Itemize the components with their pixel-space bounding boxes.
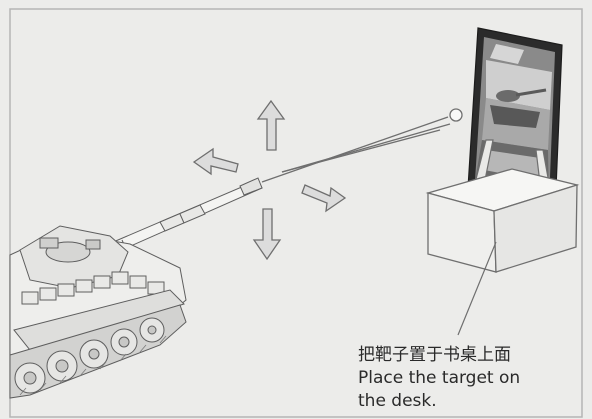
shot-trajectory	[261, 116, 451, 183]
caption-leader-line	[457, 241, 497, 336]
arrow-up-icon	[256, 99, 286, 151]
caption-english-line-1: Place the target on	[358, 368, 521, 388]
arrow-down-icon	[252, 208, 282, 261]
tank-illustration	[9, 177, 263, 399]
caption-english-line-2: the desk.	[358, 391, 437, 411]
arrow-right-icon	[301, 184, 347, 213]
projectile	[449, 108, 463, 122]
caption-chinese: 把靶子置于书桌上面	[358, 345, 511, 365]
arrow-left-icon	[192, 147, 239, 176]
desk-box	[425, 168, 580, 273]
placement-caption: 把靶子置于书桌上面 Place the target on the desk.	[358, 344, 583, 413]
